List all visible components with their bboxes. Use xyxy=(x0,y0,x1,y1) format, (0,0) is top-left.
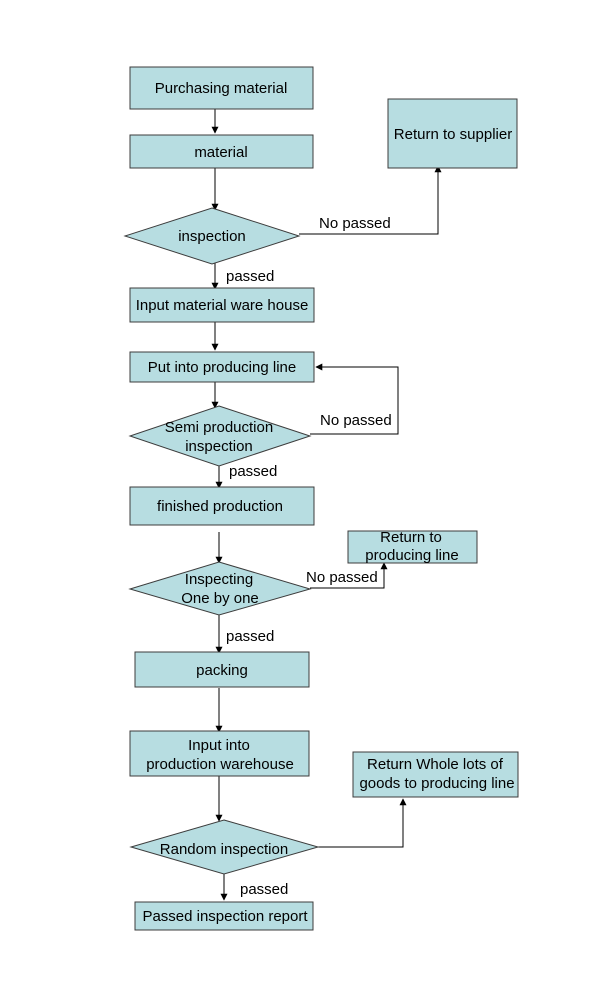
node-input-material-warehouse: Input material ware house xyxy=(129,287,315,323)
edge-label-no-passed: No passed xyxy=(320,412,392,429)
node-label-line2: inspection xyxy=(185,438,253,455)
node-label-line2: producing line xyxy=(365,547,458,564)
node-label: finished production xyxy=(157,498,283,515)
node-label-line2: production warehouse xyxy=(146,756,294,773)
node-inspection: inspection xyxy=(123,207,301,265)
edge-inspecting-return-line xyxy=(310,562,388,589)
edge-semi-put-line xyxy=(310,363,399,435)
node-put-into-producing-line: Put into producing line xyxy=(129,351,315,383)
node-label: inspection xyxy=(178,228,246,245)
node-label-line1: Return Whole lots of xyxy=(367,756,504,773)
node-return-to-supplier: Return to supplier xyxy=(387,98,518,169)
node-label-line1: Return to xyxy=(380,529,442,546)
node-label-line1: Input into xyxy=(188,737,250,754)
edge-label-passed: passed xyxy=(226,268,274,285)
node-return-whole-lots: Return Whole lots of goods to producing … xyxy=(352,751,519,798)
node-packing: packing xyxy=(134,651,310,688)
node-label: Random inspection xyxy=(160,841,288,858)
node-label-line1: Inspecting xyxy=(185,571,253,588)
edge-label-passed: passed xyxy=(229,463,277,480)
node-return-to-producing-line: Return to producing line xyxy=(347,529,478,564)
node-label: Input material ware house xyxy=(136,297,309,314)
node-label: Passed inspection report xyxy=(142,908,308,925)
node-inspecting-one-by-one: Inspecting One by one xyxy=(128,561,312,616)
node-label: Return to supplier xyxy=(394,126,512,143)
edge-random-return-whole xyxy=(318,798,407,848)
edge-label-no-passed: No passed xyxy=(306,569,378,586)
node-label: packing xyxy=(196,662,248,679)
node-semi-production-inspection: Semi production inspection xyxy=(128,405,312,467)
edge-label-passed: passed xyxy=(240,881,288,898)
node-label: material xyxy=(194,144,247,161)
edge-labels: No passed passed No passed passed No pas… xyxy=(226,215,392,898)
node-label-line2: goods to producing line xyxy=(359,775,514,792)
node-label-line2: One by one xyxy=(181,590,259,607)
edge-label-no-passed: No passed xyxy=(319,215,391,232)
node-input-production-warehouse: Input into production warehouse xyxy=(129,730,310,777)
edge-inspection-return-supplier xyxy=(299,165,442,235)
edges xyxy=(211,109,442,901)
edge-label-passed: passed xyxy=(226,628,274,645)
node-label: Purchasing material xyxy=(155,80,288,97)
node-passed-inspection-report: Passed inspection report xyxy=(134,901,314,931)
node-random-inspection: Random inspection xyxy=(129,819,320,875)
node-purchasing-material: Purchasing material xyxy=(129,66,314,110)
node-finished-production: finished production xyxy=(129,486,315,526)
node-material: material xyxy=(129,134,314,169)
node-label-line1: Semi production xyxy=(165,419,273,436)
node-label: Put into producing line xyxy=(148,359,296,376)
